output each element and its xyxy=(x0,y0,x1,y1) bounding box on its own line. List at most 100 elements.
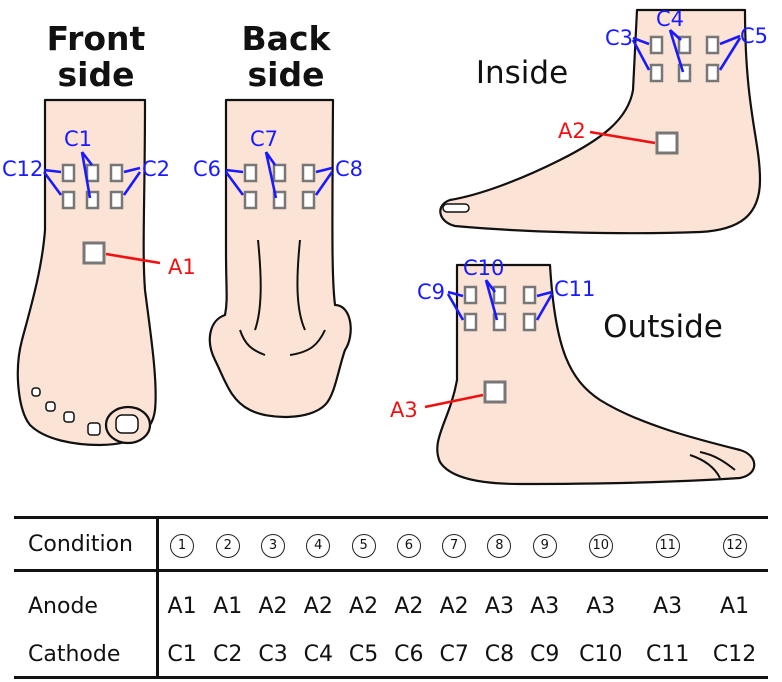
cathode-cell-text: C7 xyxy=(439,641,469,667)
front-cathode-grid xyxy=(61,163,124,210)
label-c11: C11 xyxy=(554,277,595,301)
anode-cell-text: A3 xyxy=(653,593,683,619)
cathode-cell-text: C10 xyxy=(579,641,623,667)
anode-cell: A2 xyxy=(432,571,477,633)
anode-cell: A3 xyxy=(477,571,522,633)
back-title-2: side xyxy=(248,55,325,94)
label-c8: C8 xyxy=(335,157,363,181)
inside-title: Inside xyxy=(476,55,568,91)
anode-cell: A3 xyxy=(634,571,701,633)
label-a3: A3 xyxy=(390,398,418,422)
condition-number: 9 xyxy=(532,534,557,558)
front-title-2: side xyxy=(58,55,135,94)
condition-cell: 6 xyxy=(386,516,432,572)
condition-number: 3 xyxy=(261,534,286,558)
back-cathode-grid xyxy=(243,163,316,210)
inside-cathode-grid xyxy=(649,35,720,83)
anode-cell-text: A1 xyxy=(213,593,243,619)
anode-cell-text: A3 xyxy=(586,593,616,619)
condition-number: 4 xyxy=(306,534,331,558)
condition-number: 2 xyxy=(215,534,240,558)
cathode-cell: C7 xyxy=(431,632,477,679)
cathode-cell-text: C2 xyxy=(213,641,243,667)
outside-title: Outside xyxy=(603,309,723,345)
cathode-cell: C4 xyxy=(295,632,341,679)
cathode-cell: C11 xyxy=(634,632,702,679)
condition-cell: 1 xyxy=(157,516,206,572)
label-c4: C4 xyxy=(656,7,684,31)
cathode-cell-text: C3 xyxy=(258,641,288,667)
condition-number: 7 xyxy=(442,534,467,558)
anode-cell-text: A2 xyxy=(349,593,379,619)
anode-cell-text: A3 xyxy=(530,593,560,619)
label-a2: A2 xyxy=(558,119,586,143)
outside-view: Outside C10 C9 C11 A3 xyxy=(390,256,756,486)
cathode-cell: C8 xyxy=(476,632,523,679)
label-c2: C2 xyxy=(142,157,170,181)
condition-cell: 7 xyxy=(431,516,477,572)
anode-cell: A1 xyxy=(701,571,768,633)
condition-number: 1 xyxy=(170,534,195,558)
condition-header: Condition xyxy=(14,516,159,572)
anode-cell-text: A1 xyxy=(167,593,197,619)
cathode-cell-text: C1 xyxy=(167,641,197,667)
anode-cell-text: A2 xyxy=(394,593,424,619)
label-c7: C7 xyxy=(250,127,278,151)
anode-row: Anode A1 A1 A2 A2 A2 A2 A2 A3 A3 A3 A3 A1 xyxy=(14,570,768,633)
cathode-cell-text: C5 xyxy=(348,641,379,667)
anode-cell-text: A2 xyxy=(258,593,288,619)
anode-cell: A1 xyxy=(158,571,206,633)
anode-cell-text: A3 xyxy=(484,593,514,619)
label-c3: C3 xyxy=(605,26,633,50)
anode-cell: A2 xyxy=(250,571,295,633)
inside-view: Inside C3 C4 C5 A2 xyxy=(439,7,768,235)
electrode-placement-diagram: Front side C1 C2 C12 A1 Back side C7 C6 xyxy=(2,7,768,486)
condition-cell: 5 xyxy=(340,516,387,572)
anode-a1 xyxy=(82,241,106,265)
anode-a3 xyxy=(483,380,507,404)
label-a1: A1 xyxy=(168,255,196,279)
cathode-cell: C12 xyxy=(701,632,768,679)
anode-cell: A2 xyxy=(296,571,341,633)
back-title: Back xyxy=(242,19,332,58)
anode-cell-text: A1 xyxy=(720,593,750,619)
condition-cell: 2 xyxy=(205,516,251,572)
condition-cell: 11 xyxy=(634,516,702,572)
back-side-view: Back side C7 C6 C8 xyxy=(193,19,363,418)
cathode-cell-text: C6 xyxy=(394,641,424,667)
anode-cell-text: A2 xyxy=(439,593,469,619)
cathode-cell-text: C11 xyxy=(645,641,690,667)
label-c6: C6 xyxy=(193,157,221,181)
anode-a2 xyxy=(655,131,679,155)
outside-cathode-grid xyxy=(463,285,537,332)
condition-cell: 10 xyxy=(567,516,635,572)
anode-cell: A3 xyxy=(522,571,567,633)
condition-number: 5 xyxy=(351,534,376,558)
anode-cell-text: A2 xyxy=(303,593,333,619)
cathode-cell: C3 xyxy=(250,632,296,679)
label-c9: C9 xyxy=(417,280,445,304)
outside-foot xyxy=(436,263,756,486)
condition-cell: 12 xyxy=(701,516,768,572)
front-title: Front xyxy=(47,19,146,58)
cathode-cell: C5 xyxy=(340,632,387,679)
condition-cell: 8 xyxy=(476,516,523,572)
anode-header: Anode xyxy=(14,570,159,632)
back-leg xyxy=(208,98,352,418)
anode-cell: A2 xyxy=(341,571,386,633)
condition-number: 11 xyxy=(655,534,680,558)
anode-cell: A2 xyxy=(386,571,431,633)
cathode-cell: C9 xyxy=(522,632,568,679)
condition-cell: 3 xyxy=(250,516,296,572)
label-c12: C12 xyxy=(2,157,43,181)
condition-number: 6 xyxy=(396,534,421,558)
condition-number: 12 xyxy=(722,534,747,558)
cathode-cell: C1 xyxy=(157,632,206,679)
anode-cell: A1 xyxy=(205,571,250,633)
front-leg xyxy=(16,98,157,447)
cathode-cell-text: C4 xyxy=(303,641,333,667)
label-c5: C5 xyxy=(740,24,768,48)
